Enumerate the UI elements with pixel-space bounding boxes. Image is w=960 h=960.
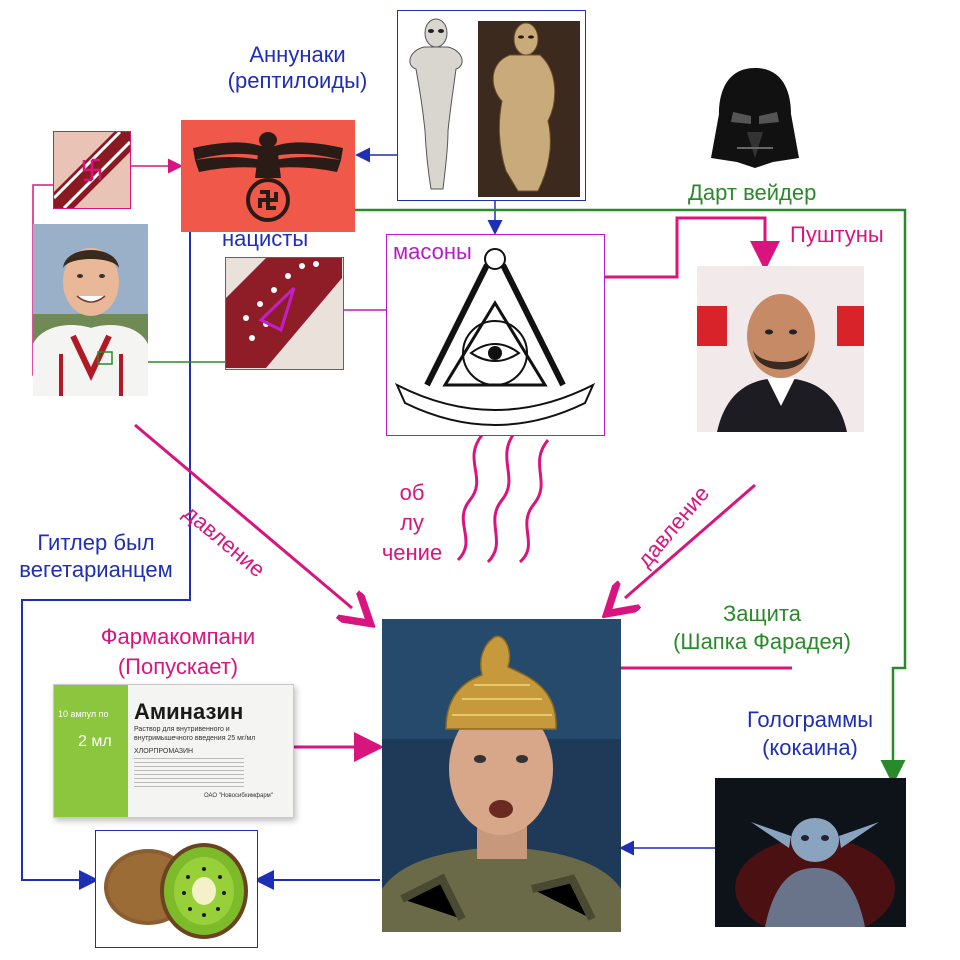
embroidery-swastika-image: [53, 131, 131, 209]
drug-name: Аминазин: [134, 699, 244, 724]
kiwi-fruit-icon: [95, 830, 258, 948]
irradiation-label: об лу чение: [372, 478, 452, 568]
annunaki-title: Аннунаки: [249, 42, 346, 67]
pushtun-man-photo: [697, 266, 864, 432]
irradiation-wave-1: [456, 434, 484, 562]
drug-ampoules: 10 ампул по: [58, 709, 109, 719]
holograms-subtitle: (кокаина): [762, 735, 858, 760]
irradiation-wave-3: [518, 439, 550, 564]
nazis-label: нацисты: [222, 226, 309, 251]
arrow-nazis-to-kiwi: [21, 232, 191, 890]
pharma-label: Фармакомпани (Попускает): [78, 622, 278, 682]
darth-vader-helmet-icon: [707, 62, 804, 172]
arrow-pressure-right: [625, 483, 756, 598]
tinfoil-hat-man-icon: [382, 619, 621, 932]
hitler-label: Гитлер был вегетарианцем: [10, 529, 182, 583]
masons-box: масоны: [386, 234, 605, 436]
holograms-label: Голограммы (кокаина): [740, 706, 880, 762]
irradiation-line-1: об: [399, 480, 425, 505]
drug-maker: ОАО "Новосибхимфарм": [204, 793, 273, 799]
masonic-compass-eye-icon: [394, 248, 596, 426]
arrow-nazis-to-holograms: [355, 208, 907, 785]
protection-label: Защита (Шапка Фарадея): [662, 600, 862, 656]
arrow-pressure-left: [134, 423, 352, 608]
protection-title: Защита: [723, 601, 801, 626]
aminazine-drug-box: 10 ампул по 2 мл Аминазин Раствор для вн…: [53, 684, 294, 818]
pharma-subtitle: (Попускает): [117, 654, 239, 679]
drug-description: Раствор для внутривенного и внутримышечн…: [134, 725, 255, 756]
hitler-line-2: вегетарианцем: [19, 557, 173, 582]
holograms-title: Голограммы: [746, 707, 874, 732]
drug-desc-line-1: Раствор для внутривенного и: [134, 726, 230, 733]
arrow-masons-to-pushtuns: [605, 216, 780, 279]
pharma-title: Фармакомпани: [100, 624, 256, 649]
irradiation-line-3: чение: [381, 540, 443, 565]
annunaki-subtitle: (рептилоиды): [227, 68, 368, 93]
embroidered-shirt-man-photo: [33, 224, 148, 396]
yoda-hologram-icon: [715, 778, 906, 927]
drug-dose: 2 мл: [78, 733, 112, 750]
nazi-eagle-emblem-icon: [181, 120, 355, 232]
embroidery-triangle-detail-image: [225, 257, 344, 370]
annunaki-label: Аннунаки (рептилоиды): [210, 42, 385, 94]
masons-label: масоны: [393, 239, 472, 264]
drug-inn: ХЛОРПРОМАЗИН: [134, 748, 194, 755]
irradiation-line-2: лу: [400, 510, 424, 535]
protection-subtitle: (Шапка Фарадея): [673, 629, 851, 654]
darth-vader-label: Дарт вейдер: [688, 180, 817, 205]
drug-desc-line-2: внутримышечного введения 25 мг/мл: [134, 735, 256, 742]
idols-image: [397, 10, 586, 201]
hitler-line-1: Гитлер был: [37, 530, 155, 555]
pushtuns-label: Пуштуны: [790, 222, 884, 247]
irradiation-wave-2: [486, 431, 517, 564]
clay-idol-figurines-icon: [409, 18, 580, 197]
